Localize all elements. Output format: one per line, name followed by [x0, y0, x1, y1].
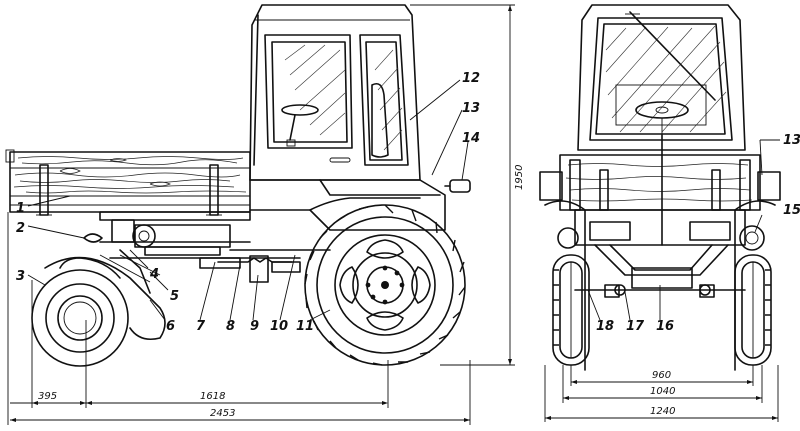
callout-2: 2 [16, 221, 25, 236]
rear-drive-wheel [304, 204, 466, 366]
callout-18: 18 [596, 319, 614, 334]
dim-overall-length: 2453 [210, 408, 235, 419]
dim-wheelbase: 1618 [200, 391, 225, 402]
callout-7: 7 [196, 319, 206, 334]
callout-15: 15 [783, 203, 800, 218]
rear-view-cab [577, 4, 746, 151]
callout-14: 14 [462, 131, 480, 146]
cab [249, 4, 471, 231]
rear-view-left-wheel [552, 254, 590, 366]
dim-track: 1040 [650, 386, 675, 397]
callout-1: 1 [16, 201, 25, 216]
callout-11: 11 [296, 319, 314, 334]
callout-3: 3 [16, 269, 25, 284]
callout-5: 5 [170, 289, 179, 304]
callout-8: 8 [226, 319, 235, 334]
callout-10: 10 [270, 319, 288, 334]
chassis-frame [83, 211, 331, 283]
callout-labels: 1 2 3 4 5 6 7 8 9 10 11 12 13 14 13 15 1… [16, 71, 800, 334]
rear-view-right-wheel [734, 254, 772, 366]
rear-view-dimension-lines [544, 365, 779, 422]
side-view-leaders [27, 79, 469, 321]
side-view-dimension-lines [7, 4, 515, 425]
callout-17: 17 [626, 319, 645, 334]
callout-16: 16 [656, 319, 674, 334]
rear-view [539, 4, 781, 422]
dim-overall-width: 1240 [650, 406, 675, 417]
dim-height: 1950 [514, 165, 525, 190]
rear-view-leaders [587, 139, 780, 321]
wooden-cargo-bed [5, 149, 251, 216]
callout-6: 6 [166, 319, 175, 334]
dim-track-inner: 960 [652, 370, 671, 381]
side-view [5, 4, 515, 425]
callout-13: 13 [462, 101, 480, 116]
callout-4: 4 [149, 267, 159, 282]
rear-view-chassis [544, 200, 776, 371]
callout-9: 9 [250, 319, 259, 334]
dimension-labels: 395 1618 2453 1950 960 1040 1240 [38, 165, 675, 419]
callout-13-rear: 13 [783, 133, 800, 148]
dim-overhang: 395 [38, 391, 57, 402]
callout-12: 12 [462, 71, 480, 86]
